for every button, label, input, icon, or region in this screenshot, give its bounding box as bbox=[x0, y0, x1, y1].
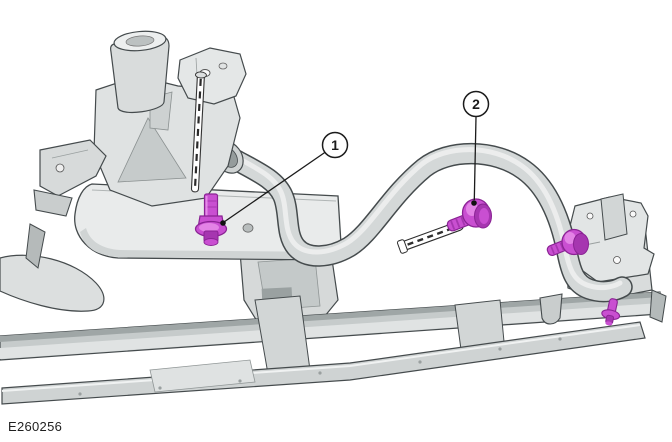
highlighted-bolt-small-icon bbox=[601, 298, 621, 326]
callout-1-leader-dot bbox=[220, 220, 226, 226]
callout-1-number: 1 bbox=[331, 137, 339, 153]
lower-rail bbox=[1, 321, 646, 405]
figure-id-label: E260256 bbox=[8, 419, 62, 434]
callout-2-number: 2 bbox=[472, 96, 480, 112]
highlighted-bolt-2-icon bbox=[446, 198, 492, 232]
right-bracket bbox=[568, 193, 655, 283]
chassis-structure bbox=[0, 30, 667, 405]
upper-left-mount bbox=[33, 30, 247, 217]
left-wedge bbox=[25, 223, 46, 269]
left-shield bbox=[0, 254, 105, 312]
hanging-tab bbox=[539, 293, 563, 325]
callout-1-bubble bbox=[321, 131, 349, 159]
highlighted-bolt-1-icon bbox=[194, 193, 228, 246]
callout-1-leader-line bbox=[223, 151, 326, 223]
strut-left bbox=[254, 295, 311, 375]
callout-2-leader-dot bbox=[471, 200, 477, 206]
callout-2-bubble bbox=[462, 90, 490, 118]
bolt-path-dashed-vertical-icon bbox=[190, 71, 207, 193]
callout-2-leader-line bbox=[473, 116, 477, 201]
callout-2: 2 bbox=[462, 90, 490, 206]
callout-1: 1 bbox=[220, 131, 349, 226]
highlighted-bolt-right-icon bbox=[546, 228, 589, 257]
